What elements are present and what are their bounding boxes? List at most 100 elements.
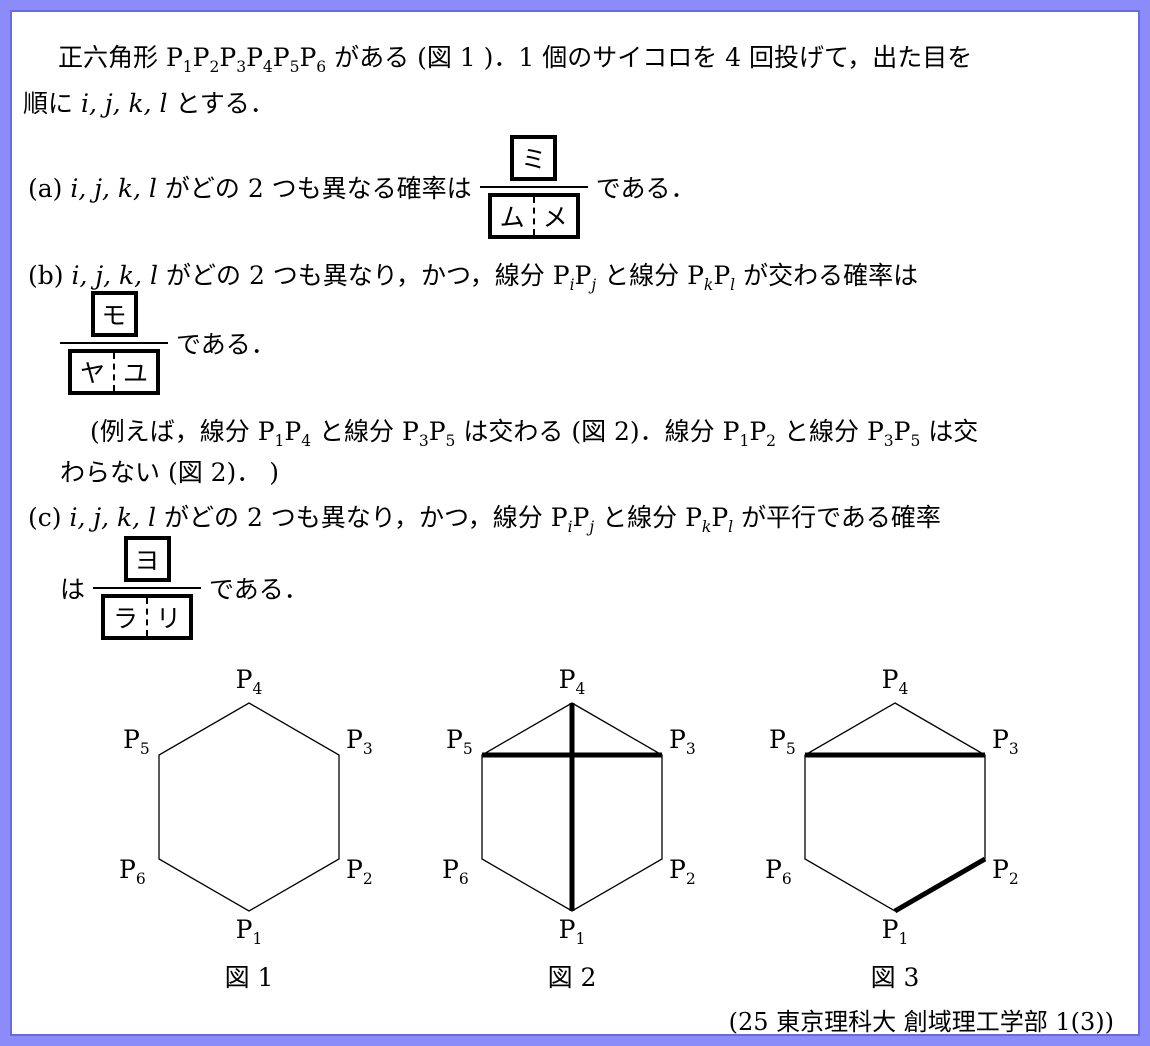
text-run: (b) <box>28 261 72 290</box>
answer-box-ya: ヤ <box>79 359 105 388</box>
part-b-example-line-2: わらない (図 2)． ) <box>60 453 279 489</box>
point-symbol: P4 <box>881 665 909 698</box>
subscript: 3 <box>1008 740 1019 758</box>
point-symbol: P3 <box>866 417 894 450</box>
figure-1-caption: 図 1 <box>224 963 274 992</box>
text-run: と線分 <box>596 261 688 290</box>
point-symbol: P1 <box>235 915 263 948</box>
point-symbol: Pk <box>687 261 714 294</box>
vertex-label-p4: P4 <box>119 665 379 697</box>
vertex-label-p5: P5 <box>446 725 473 758</box>
subscript: 4 <box>301 432 312 450</box>
subscript: 6 <box>781 870 792 888</box>
answer-fraction-c: ヨ ラ リ <box>93 536 202 640</box>
subscript: 3 <box>362 740 373 758</box>
point-symbol: P1 <box>881 915 909 948</box>
subscript: l <box>730 276 736 294</box>
hexagon-figure-1 <box>158 702 340 912</box>
text-run: が交わる確率は <box>735 261 919 290</box>
subscript: 3 <box>685 740 696 758</box>
subscript: 5 <box>462 740 473 758</box>
point-symbol: P4 <box>246 43 273 76</box>
answer-box-mo: モ <box>90 291 138 337</box>
text-run: は交 <box>920 417 979 446</box>
subscript: 5 <box>910 432 921 450</box>
answer-box-ra: ラ <box>113 604 139 633</box>
point-symbol: P5 <box>272 43 300 76</box>
point-symbol: Pj <box>574 261 597 294</box>
part-a-text: (a) i, j, k, l がどの 2 つも異なる確率は <box>28 169 472 205</box>
point-symbol: P2 <box>192 43 220 76</box>
part-c-fraction-row: は ヨ ラ リ である． <box>60 535 309 641</box>
box-divider <box>146 598 149 636</box>
subscript: 1 <box>739 432 750 450</box>
subscript: j <box>591 276 597 294</box>
hexagon-figure-3 <box>804 702 987 914</box>
point-symbol: P1 <box>722 417 750 450</box>
text-run: が平行である確率 <box>733 503 941 532</box>
subscript: 5 <box>139 740 150 758</box>
vertex-label-p2: P2 <box>669 855 696 887</box>
intro-line-1: 正六角形 P1P2P3P4P5P6 がある (図 1 )．1 個のサイコロを 4… <box>58 38 972 76</box>
part-a-row: (a) i, j, k, l がどの 2 つも異なる確率は ミ ム メ である． <box>28 135 695 239</box>
point-symbol: P3 <box>219 43 247 76</box>
subscript: 4 <box>252 680 263 698</box>
vertex-label-p5: P5 <box>123 725 150 758</box>
text-run: と線分 <box>776 417 867 446</box>
point-symbol: P3 <box>992 725 1019 758</box>
subscript: 1 <box>575 930 586 948</box>
subscript: 2 <box>209 58 220 76</box>
part-b-line: (b) i, j, k, l がどの 2 つも異なり，かつ，線分 PiPj と線… <box>28 256 919 294</box>
point-symbol: P5 <box>893 417 921 450</box>
vertex-label-p3: P3 <box>346 725 373 758</box>
figure-2-caption: 図 2 <box>547 963 597 992</box>
subscript: 5 <box>289 58 300 76</box>
part-c-suffix: である． <box>209 575 309 604</box>
answer-box-me: メ <box>542 203 568 232</box>
math-variable: i, j, k, l <box>70 174 157 203</box>
subscript: 5 <box>445 432 456 450</box>
point-symbol: P1 <box>257 417 285 450</box>
box-divider <box>532 197 535 235</box>
source-citation: (25 東京理科大 創域理工学部 1(3)) <box>728 1008 1114 1036</box>
vertex-label-p4: P4 <box>765 665 1025 698</box>
answer-box-mu: ム <box>499 203 525 232</box>
point-symbol: P5 <box>446 725 473 758</box>
subscript: 6 <box>458 870 469 888</box>
fraction-bar <box>93 587 202 589</box>
text-run: とする． <box>167 89 275 118</box>
point-symbol: P5 <box>123 725 150 758</box>
intro-line-2: 順に i, j, k, l とする． <box>23 84 275 120</box>
point-symbol: P5 <box>428 417 456 450</box>
vertex-label-p1: P1 <box>442 915 702 947</box>
subscript: 2 <box>1008 870 1019 888</box>
text-run: (a) <box>28 174 71 203</box>
subscript: 3 <box>418 432 429 450</box>
point-symbol: P3 <box>346 725 373 758</box>
vertex-label-p3: P3 <box>669 725 696 758</box>
subscript: 2 <box>685 870 696 888</box>
figure-3-caption: 図 3 <box>870 963 920 992</box>
vertex-label-p4: P4 <box>442 665 702 697</box>
subscript: 1 <box>252 930 263 948</box>
subscript: l <box>728 518 734 536</box>
text-run: と線分 <box>594 503 686 532</box>
hexagon-figure-2 <box>481 702 663 912</box>
part-b-suffix: である． <box>176 330 276 359</box>
text-run: 順に <box>23 89 81 118</box>
part-a-suffix: である． <box>595 174 696 203</box>
box-divider <box>113 353 115 391</box>
point-symbol: Pi <box>550 503 573 536</box>
text-run: がどの 2 つも異なり，かつ，線分 <box>156 503 551 532</box>
part-c-line: (c) i, j, k, l がどの 2 つも異なり，かつ，線分 PiPj と線… <box>28 498 941 536</box>
vertex-label-p6: P6 <box>119 855 146 887</box>
subscript: 4 <box>262 58 273 76</box>
subscript: 1 <box>898 930 909 948</box>
point-symbol: Pl <box>713 261 736 294</box>
text-run: 正六角形 <box>58 43 166 72</box>
point-symbol: P3 <box>669 725 696 758</box>
text-run: (c) <box>28 503 70 532</box>
subscript: i <box>567 518 573 536</box>
figure-2: P4 P5 P3 P6 P2 P1 図 2 <box>442 665 702 1001</box>
point-symbol: P6 <box>442 855 469 888</box>
